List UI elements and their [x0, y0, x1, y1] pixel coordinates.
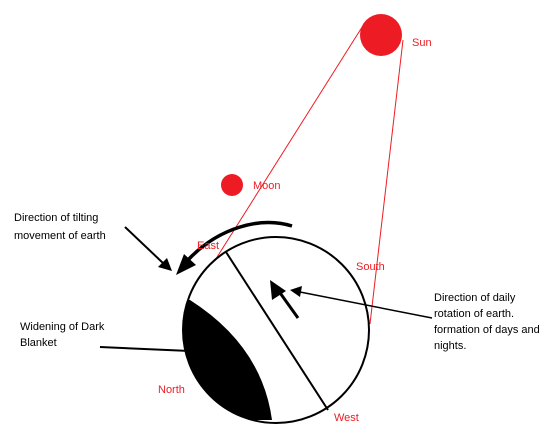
- east-label: East: [197, 240, 219, 252]
- tilting-pointer-arrow-icon: [124, 226, 172, 271]
- sun-icon: [360, 14, 402, 56]
- rotation-note-line: Direction of daily: [434, 292, 516, 304]
- rotation-note-line: rotation of earth.: [434, 308, 514, 320]
- tilting-note-line: movement of earth: [14, 230, 106, 242]
- sun-ray-right: [369, 39, 404, 325]
- earth: [182, 236, 370, 424]
- dark-blanket-note-line: Blanket: [20, 337, 57, 349]
- rotation-note: Direction of daily rotation of earth. fo…: [434, 292, 543, 352]
- dark-blanket-shadow: [183, 300, 272, 420]
- north-label: North: [158, 384, 185, 396]
- rotation-note-line: formation of days and: [434, 324, 540, 336]
- south-label: South: [356, 261, 385, 273]
- earth-axis: [225, 251, 329, 411]
- dark-blanket-pointer-line: [99, 346, 191, 352]
- rotation-arrow-icon: [270, 280, 300, 319]
- earth-outline: [182, 236, 370, 424]
- tilting-arrow-icon: [176, 220, 293, 275]
- tilting-note-line: Direction of tilting: [14, 212, 98, 224]
- dark-blanket-note-line: Widening of Dark: [20, 321, 105, 333]
- rotation-pointer-arrow-icon: [290, 286, 433, 319]
- sun-ray-left: [189, 23, 365, 301]
- moon-label: Moon: [253, 180, 281, 192]
- west-label: West: [334, 412, 359, 424]
- sun-label: Sun: [412, 37, 432, 49]
- rotation-note-line: nights.: [434, 340, 466, 352]
- moon-icon: [221, 174, 243, 196]
- dark-blanket-note: Widening of Dark Blanket: [20, 321, 107, 349]
- tilting-note: Direction of tilting movement of earth: [14, 212, 106, 242]
